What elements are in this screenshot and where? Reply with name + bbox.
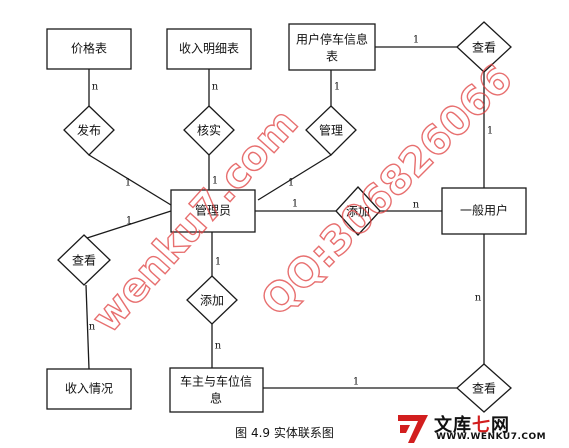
card-view-user: 1 <box>487 126 493 137</box>
entity-user-label: 一般用户 <box>460 203 508 218</box>
relationship-verify: 核实 <box>183 105 235 156</box>
card-admin-addlower: 1 <box>215 257 221 268</box>
entity-parking-info: 用户停车信息 表 <box>288 23 376 71</box>
entity-admin: 管理员 <box>170 189 256 233</box>
relationship-add-lower: 添加 <box>186 275 238 325</box>
relationship-add-middle: 添加 <box>335 186 381 236</box>
relationship-view-bottom-label: 查看 <box>472 382 496 396</box>
card-admin-add: 1 <box>292 199 298 210</box>
relationship-manage-label: 管理 <box>319 123 343 138</box>
entity-admin-label: 管理员 <box>195 203 231 218</box>
relationship-view-top-label: 查看 <box>472 41 496 55</box>
entity-price-table: 价格表 <box>46 28 132 70</box>
card-viewleft-income: n <box>89 322 96 333</box>
relationship-publish-label: 发布 <box>77 123 101 138</box>
logo-cn-suffix: 网 <box>491 415 510 436</box>
line-viewleft-income <box>85 284 90 370</box>
relationship-view-left-label: 查看 <box>72 254 96 268</box>
card-admin-viewleft: 1 <box>126 216 132 227</box>
relationship-verify-label: 核实 <box>197 123 221 138</box>
relationship-view-bottom: 查看 <box>456 363 512 413</box>
relationship-view-left: 查看 <box>57 234 111 286</box>
figure-caption: 图 4.9 实体联系图 <box>235 426 334 440</box>
card-viewbottom-user: n <box>475 293 482 304</box>
relationship-manage: 管理 <box>305 105 357 156</box>
entity-user: 一般用户 <box>441 187 527 235</box>
card-publish-admin: 1 <box>125 178 131 189</box>
cardinality-labels: n 1 n 1 1 1 1 1 1 n 1 n 1 n 1 n <box>89 35 493 388</box>
card-addlower-owner: n <box>215 341 222 352</box>
card-manage-admin: 1 <box>288 178 294 189</box>
wenku7-logo: 文库七网 WWW.WENKU7.COM <box>396 411 566 445</box>
entity-income-detail: 收入明细表 <box>166 28 252 70</box>
card-price-publish: n <box>92 82 99 93</box>
entity-income-status-label: 收入情况 <box>65 382 113 396</box>
entity-owner-info-label-1: 车主与车位信 <box>180 374 252 389</box>
connection-lines <box>83 46 485 389</box>
line-admin-viewleft <box>83 210 172 240</box>
entity-owner-info-label-2: 息 <box>210 391 222 406</box>
logo-cn-prefix: 文库 <box>434 415 472 436</box>
card-parking-view: 1 <box>413 35 419 46</box>
entity-income-detail-label: 收入明细表 <box>179 42 239 56</box>
relationship-view-top: 查看 <box>456 21 512 73</box>
card-parking-manage: 1 <box>334 82 340 93</box>
card-owner-viewbottom: 1 <box>353 377 359 388</box>
entity-income-status: 收入情况 <box>46 368 132 410</box>
wenku7-logo-icon <box>398 415 428 443</box>
card-income-verify: n <box>212 82 219 93</box>
wenku7-logo-url: WWW.WENKU7.COM <box>436 432 547 442</box>
entity-parking-info-label-1: 用户停车信息 <box>296 32 368 47</box>
relationship-publish: 发布 <box>63 105 115 156</box>
entity-parking-info-label-2: 表 <box>326 50 338 64</box>
card-verify-admin: 1 <box>212 176 218 187</box>
relationship-add-middle-label: 添加 <box>346 205 370 219</box>
line-manage-admin <box>257 154 332 201</box>
line-publish-admin <box>88 154 172 206</box>
entity-price-table-label: 价格表 <box>71 41 107 56</box>
relationship-add-lower-label: 添加 <box>200 294 224 308</box>
card-add-user: n <box>413 200 420 211</box>
logo-cn-seven: 七 <box>472 415 491 436</box>
wenku7-logo-text: 文库七网 <box>434 411 510 437</box>
entity-owner-info: 车主与车位信 息 <box>169 367 264 413</box>
